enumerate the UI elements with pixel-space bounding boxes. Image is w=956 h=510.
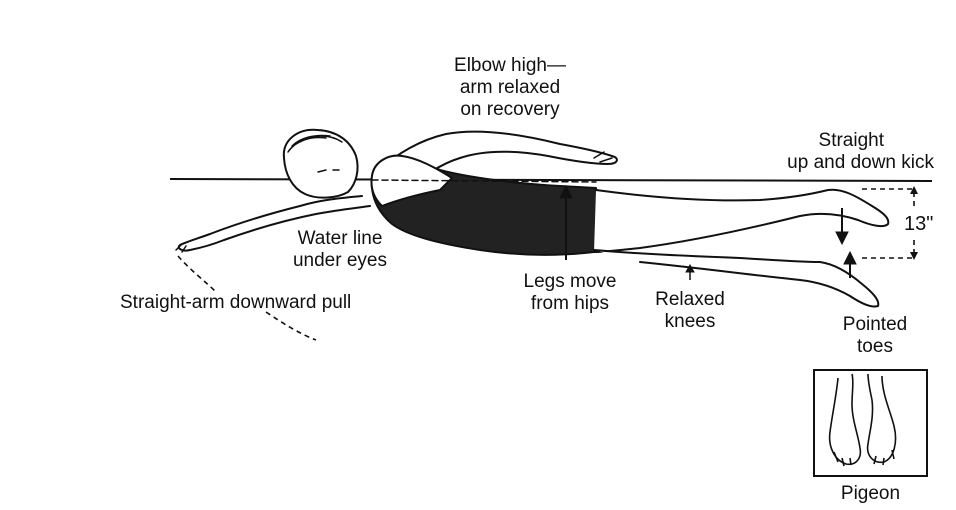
pigeon-frame <box>813 369 928 477</box>
label-water-line-line1: Water line <box>270 228 410 250</box>
label-straight-arm-pull: Straight-arm downward pull <box>120 292 351 314</box>
label-knees: knees <box>630 311 750 333</box>
label-kick-depth: 13" <box>904 213 933 235</box>
label-pointed: Pointed <box>820 314 930 336</box>
label-legs-move-line2: from hips <box>500 293 640 315</box>
label-pigeon: Pigeon <box>813 483 928 505</box>
pull-path-dashed-2 <box>266 312 316 340</box>
label-legs-move: Legs move from hips <box>500 271 640 315</box>
label-water-line-line2: under eyes <box>270 250 410 272</box>
label-relaxed-knees: Relaxed knees <box>630 289 750 333</box>
label-relaxed: Relaxed <box>630 289 750 311</box>
label-straight-kick: Straight up and down kick <box>700 130 934 174</box>
label-water-line: Water line under eyes <box>270 228 410 272</box>
label-elbow-high-line1: Elbow high— <box>420 55 600 77</box>
pull-path-dashed <box>178 256 216 292</box>
label-straight: Straight <box>700 130 934 152</box>
water-line <box>170 179 932 181</box>
label-toes: toes <box>820 336 930 358</box>
label-up-down-kick: up and down kick <box>700 152 934 174</box>
label-elbow-high-line3: on recovery <box>420 99 600 121</box>
label-legs-move-line1: Legs move <box>500 271 640 293</box>
label-pointed-toes: Pointed toes <box>820 314 930 358</box>
label-elbow-high: Elbow high— arm relaxed on recovery <box>420 55 600 121</box>
label-elbow-high-line2: arm relaxed <box>420 77 600 99</box>
